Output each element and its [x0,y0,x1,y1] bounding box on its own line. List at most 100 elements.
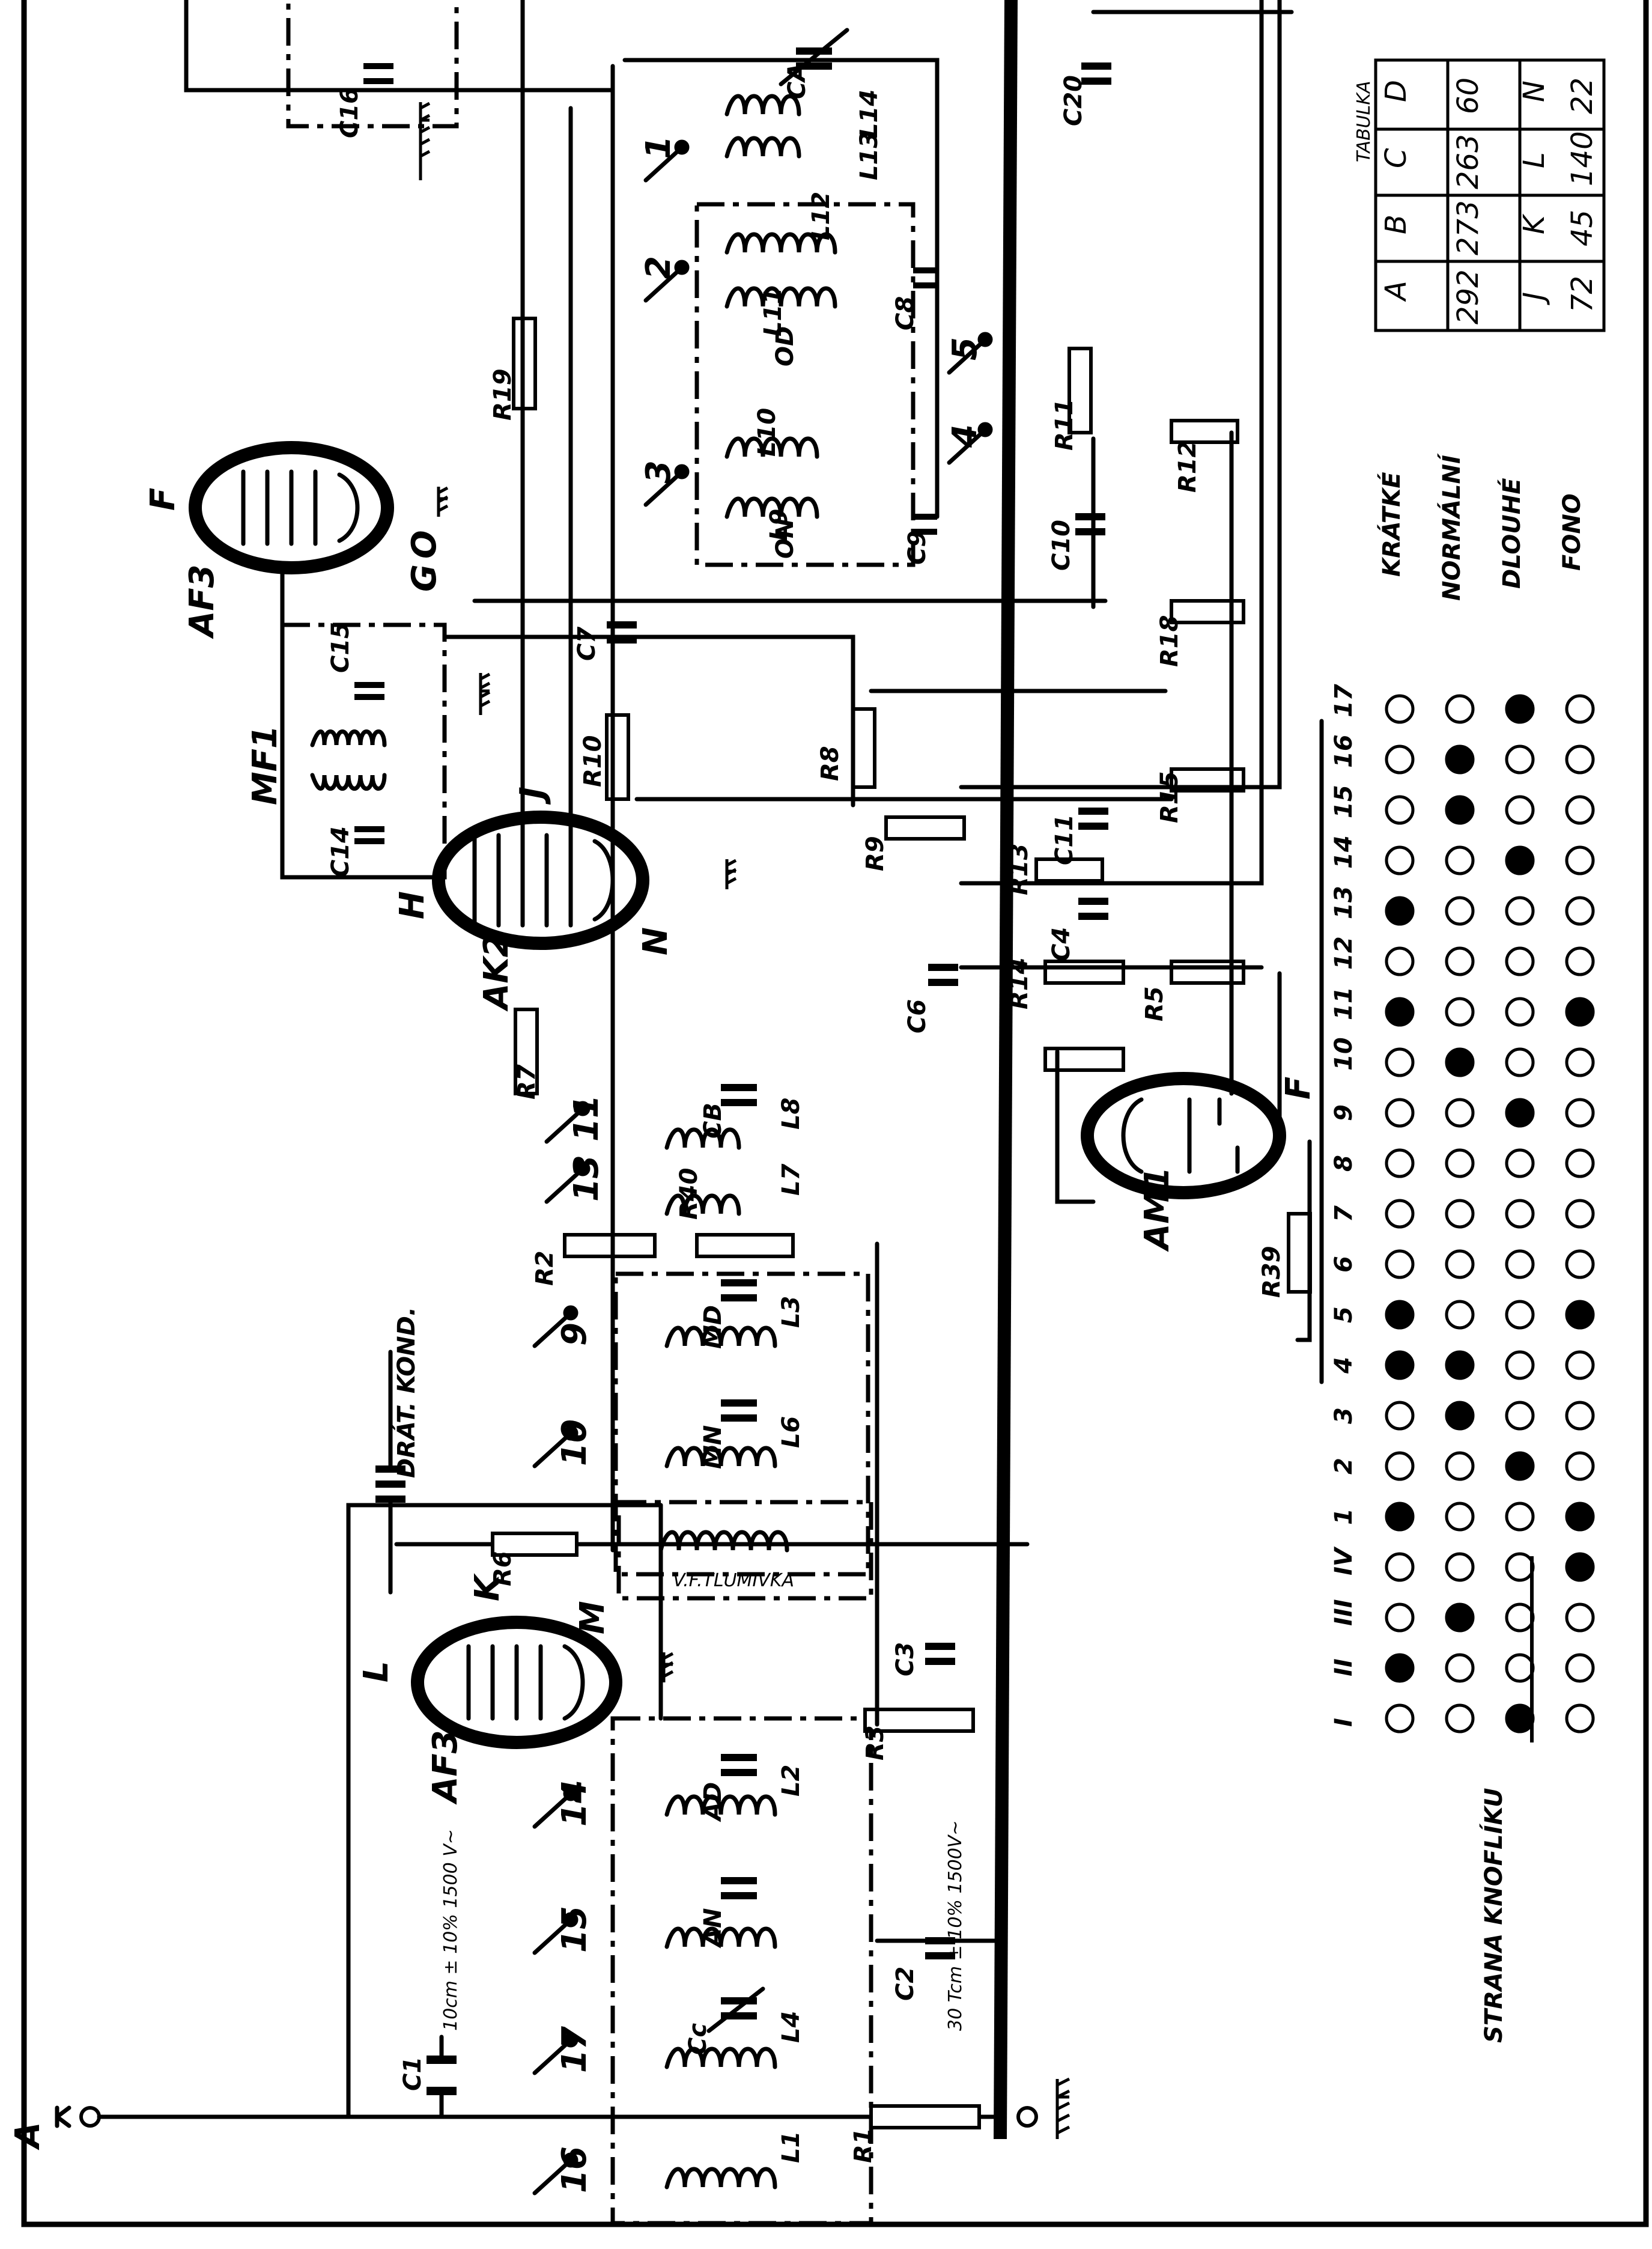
coil-l2: L2 [664,1765,805,1817]
svg-text:10cm ± 10% 1500 V~: 10cm ± 10% 1500 V~ [440,1829,461,2031]
svg-text:NORMÁLNÍ: NORMÁLNÍ [1437,453,1466,601]
svg-text:N: N [1517,81,1551,102]
matrix-dot-off [1385,744,1415,775]
capacitor-c20: C20 [1060,62,1111,126]
matrix-dot-off [1565,744,1595,775]
ground-symbols [419,102,1070,2139]
choke-vf: V.F.TLUMIVKA [616,1500,873,1601]
transformer-mf1: MF1 C14 C15 [246,622,447,880]
svg-text:13: 13 [567,1155,606,1202]
resistor-r11: R11 [1051,347,1093,451]
capacitor-c9: C9 [903,514,937,565]
matrix-dot-off [1565,795,1595,825]
svg-text:R3: R3 [861,1725,889,1761]
matrix-column-label: 12 [1330,936,1358,970]
svg-text:C16: C16 [336,87,363,138]
svg-text:R5: R5 [1141,986,1168,1021]
svg-text:L2: L2 [777,1765,805,1797]
svg-text:L11: L11 [759,288,787,336]
matrix-dot-off [1385,845,1415,875]
coils-upper: L14 L13 L12 L11 L10 L9 [724,90,883,541]
matrix-dot-off [1385,1098,1415,1128]
svg-text:B: B [1379,215,1413,234]
matrix-dot-off [1565,1199,1595,1229]
matrix-column-label: 6 [1330,1256,1358,1273]
svg-text:R39: R39 [1258,1246,1286,1298]
coil-l1: L1 [664,2131,805,2190]
matrix-dot-on [1505,694,1535,724]
resistor-r19: R19 [489,317,537,421]
svg-text:OD: OD [771,326,799,367]
matrix-dot-on [1445,795,1475,825]
matrix-column-label: 17 [1330,684,1358,717]
capacitor-c11: C11 [1051,808,1108,865]
matrix-dot-off [1445,1249,1475,1279]
svg-text:5: 5 [946,337,985,361]
matrix-dot-off [1385,1451,1415,1481]
svg-text:H: H [393,891,432,919]
resistor-r1: R1 [849,2104,981,2163]
matrix-dot-off [1385,946,1415,976]
coils-l7-l8: L7 L8 [664,1098,805,1216]
resistor-r6: R6 [394,1532,1030,1586]
matrix-dot-off [1385,1401,1415,1431]
matrix-column-label: I [1330,1718,1358,1727]
matrix-dot-off [1505,1602,1535,1633]
matrix-dot-off [1565,694,1595,724]
svg-text:72: 72 [1565,276,1599,312]
svg-text:L9: L9 [765,509,793,541]
wire-capacitor: DRÁT. KOND. [375,1307,421,1595]
resistor-r12: R12 [1170,419,1239,493]
svg-text:L: L [1517,152,1551,168]
svg-text:R18: R18 [1156,615,1183,667]
matrix-dot-off [1445,946,1475,976]
matrix-dot-off [1565,845,1595,875]
matrix-dot-off [1445,1502,1475,1532]
matrix-dot-on [1565,997,1595,1027]
resistor-r3: R3 [861,1708,975,1761]
matrix-dot-off [1505,795,1535,825]
resistor-r8: R8 [816,707,876,789]
svg-text:14: 14 [555,1780,594,1827]
matrix-dot-off [1385,1703,1415,1733]
svg-text:C1: C1 [399,2057,427,2091]
tube-af3-upper: AF3 F G O [144,441,444,639]
matrix-dot-off [1565,946,1595,976]
matrix-dot-off [1505,1502,1535,1532]
resistor-r5: R5 [1141,960,1245,1021]
svg-text:CA: CA [783,63,811,99]
matrix-dot-off [1565,896,1595,926]
svg-text:R2: R2 [531,1250,559,1286]
matrix-dot-off [1505,1653,1535,1683]
matrix-dot-on [1505,1098,1535,1128]
svg-text:2: 2 [639,256,678,279]
resistor-r7: R7 [513,1008,541,1100]
matrix-column-label: 7 [1330,1205,1358,1222]
coil-l6: L6 [664,1416,805,1468]
tabulka-table: TABULKA A B C D 292 273 263 60 J K L N 7… [1353,58,1606,332]
svg-text:C: C [1379,148,1413,168]
matrix-dot-off [1505,1249,1535,1279]
matrix-dot-off [1505,1401,1535,1431]
matrix-dot-on [1385,997,1415,1027]
matrix-dot-off [1565,1249,1595,1279]
svg-text:O: O [405,530,444,559]
matrix-column-label: 2 [1330,1458,1358,1474]
svg-text:C3: C3 [891,1642,919,1676]
wiring [184,0,1324,1943]
matrix-dot-off [1505,1350,1535,1380]
matrix-dot-off [1445,1703,1475,1733]
svg-text:10: 10 [555,1419,594,1466]
tube-am1: AM1 F [1081,1072,1318,1252]
resistor-r39: R39 [1258,1212,1312,1298]
capacitor-c8: C8 [891,267,937,330]
matrix-dot-on [1445,1047,1475,1077]
matrix-dot-off [1445,1098,1475,1128]
matrix-column-label: 1 [1330,1508,1358,1525]
matrix-dot-off [1445,1199,1475,1229]
svg-text:140: 140 [1565,131,1599,186]
antenna-terminal: A [8,2105,101,2150]
svg-text:FONO: FONO [1558,493,1586,571]
resistor-r10: R10 [579,713,630,801]
svg-text:L4: L4 [777,2011,805,2043]
